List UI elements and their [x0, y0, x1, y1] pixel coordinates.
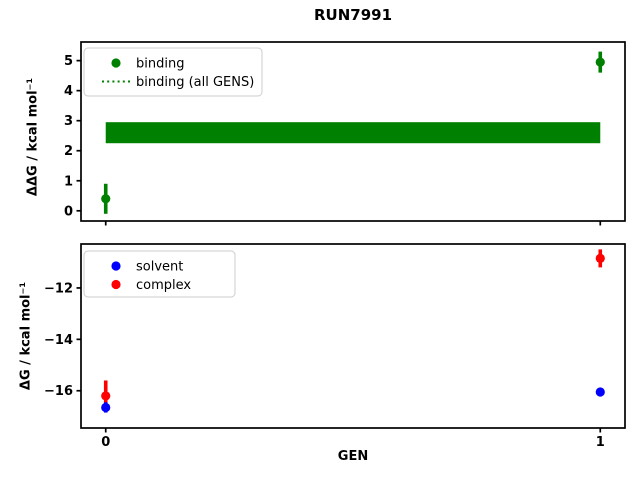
y-tick-label: 2	[64, 144, 73, 159]
legend-dot-icon	[111, 261, 121, 271]
point-binding	[595, 57, 605, 67]
legend: binding binding (all GENS)	[83, 47, 263, 97]
point-complex	[595, 253, 605, 263]
y-tick-label: 3	[64, 114, 73, 129]
y-tick-label: 1	[64, 174, 73, 189]
bottom-subplot: −16 −14 −12 0 1 solvent complex	[44, 243, 626, 450]
figure-title: RUN7991	[313, 6, 393, 24]
legend-dot-icon	[111, 279, 121, 290]
x-axis-label: GEN	[337, 449, 369, 464]
y-tick-label: −14	[44, 333, 73, 348]
legend-label-complex: complex	[136, 278, 191, 293]
axes-spines	[80, 243, 626, 429]
legend-label-solvent: solvent	[136, 260, 183, 275]
series-layer	[101, 249, 605, 413]
y-tick-label: 5	[64, 54, 73, 69]
legend-dot-icon	[111, 58, 121, 68]
axes-spines	[80, 41, 626, 222]
legend-box	[83, 250, 236, 298]
y-tick-label: 4	[64, 84, 73, 99]
series-layer	[101, 51, 605, 214]
point-solvent	[101, 402, 111, 413]
legend-box	[83, 47, 263, 97]
legend-label-binding-all-gens-: binding (all GENS)	[136, 75, 254, 90]
legend-label-binding: binding	[136, 57, 184, 72]
point-binding	[101, 194, 111, 204]
x-tick-label: 1	[596, 435, 605, 450]
point-complex	[101, 391, 111, 401]
y-tick-label: 0	[64, 204, 73, 219]
top-subplot: 0 1 2 3 4 5 binding binding (all GENS)	[64, 41, 626, 226]
point-solvent	[595, 387, 605, 397]
legend: solvent complex	[83, 250, 236, 298]
y-tick-label: −12	[44, 281, 73, 296]
y-tick-label: −16	[44, 384, 73, 399]
series-band-binding-all-gens-	[105, 122, 601, 144]
x-tick-label: 0	[101, 435, 110, 450]
